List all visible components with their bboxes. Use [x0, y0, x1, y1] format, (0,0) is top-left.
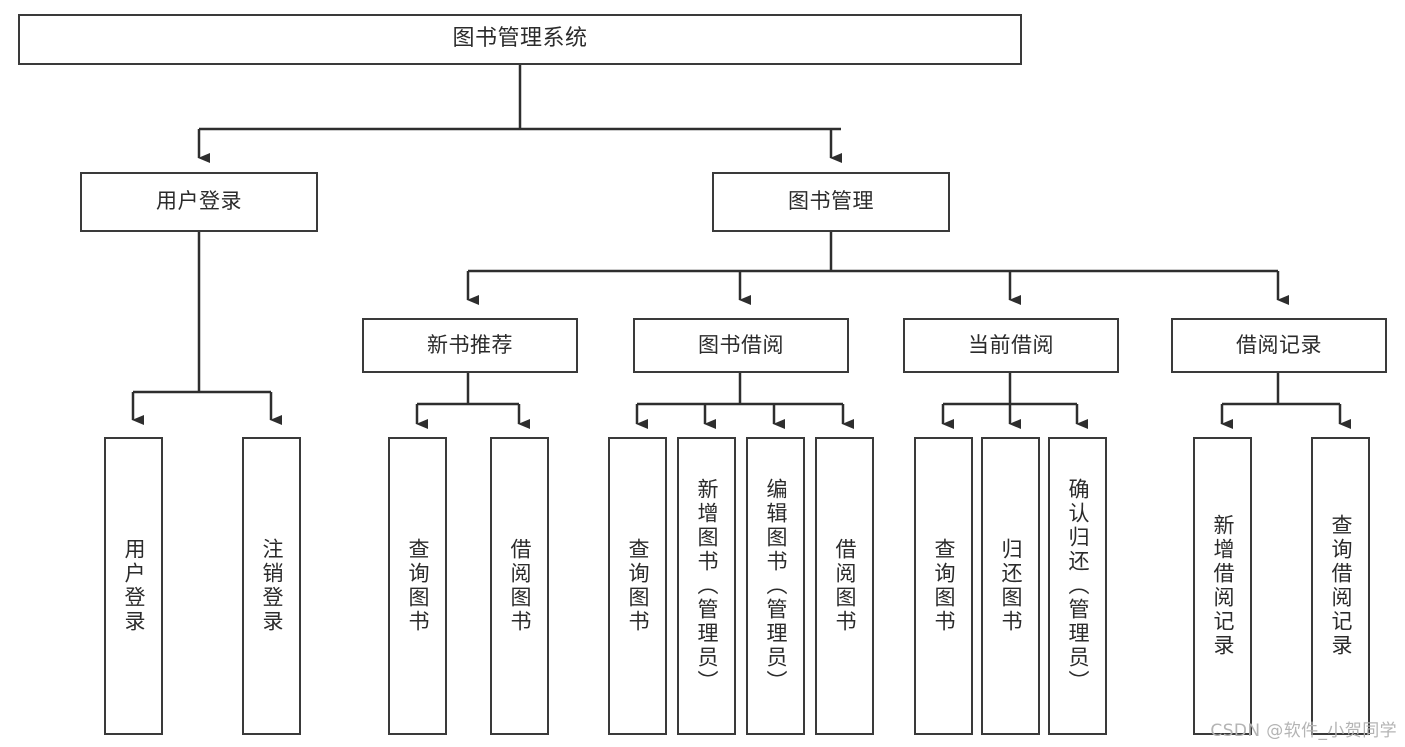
node-leaf-query-borrow-record[interactable]: 查询借阅记录	[1311, 437, 1370, 735]
node-book-management[interactable]: 图书管理	[712, 172, 950, 232]
node-label: 借阅记录	[1236, 332, 1322, 357]
node-leaf-borrow-book[interactable]: 借阅图书	[815, 437, 874, 735]
node-leaf-query-book-recommend[interactable]: 查询图书	[388, 437, 447, 735]
node-label: 用户登录	[122, 538, 146, 634]
node-label: 新增借阅记录	[1211, 514, 1235, 658]
node-label: 编辑图书（管理员）	[764, 478, 788, 694]
node-label: 查询图书	[932, 538, 956, 634]
node-leaf-query-book-current[interactable]: 查询图书	[914, 437, 973, 735]
node-label: 查询图书	[626, 538, 650, 634]
node-user-login[interactable]: 用户登录	[80, 172, 318, 232]
node-leaf-query-book-borrow[interactable]: 查询图书	[608, 437, 667, 735]
node-leaf-user-login[interactable]: 用户登录	[104, 437, 163, 735]
node-label: 当前借阅	[968, 332, 1054, 357]
node-leaf-logout-login[interactable]: 注销登录	[242, 437, 301, 735]
node-label: 用户登录	[156, 189, 242, 214]
node-label: 新增图书（管理员）	[695, 478, 719, 694]
node-label: 归还图书	[999, 538, 1023, 634]
node-leaf-confirm-return[interactable]: 确认归还（管理员）	[1048, 437, 1107, 735]
node-book-borrow[interactable]: 图书借阅	[633, 318, 849, 373]
node-leaf-add-borrow-record[interactable]: 新增借阅记录	[1193, 437, 1252, 735]
node-label: 查询图书	[406, 538, 430, 634]
node-borrow-record[interactable]: 借阅记录	[1171, 318, 1387, 373]
node-leaf-edit-book[interactable]: 编辑图书（管理员）	[746, 437, 805, 735]
node-label: 注销登录	[260, 538, 284, 634]
csdn-watermark: CSDN @软件_小贺同学	[1210, 721, 1397, 741]
node-new-book-recommend[interactable]: 新书推荐	[362, 318, 578, 373]
node-current-borrow[interactable]: 当前借阅	[903, 318, 1119, 373]
node-leaf-borrow-book-recommend[interactable]: 借阅图书	[490, 437, 549, 735]
node-leaf-add-book[interactable]: 新增图书（管理员）	[677, 437, 736, 735]
node-label: 图书借阅	[698, 332, 784, 357]
node-leaf-return-book[interactable]: 归还图书	[981, 437, 1040, 735]
node-label: 新书推荐	[427, 332, 513, 357]
node-label: 查询借阅记录	[1329, 514, 1353, 658]
node-root-book-management-system[interactable]: 图书管理系统	[18, 14, 1022, 65]
node-label: 确认归还（管理员）	[1066, 478, 1090, 694]
node-label: 图书管理系统	[452, 26, 588, 52]
node-label: 借阅图书	[833, 538, 857, 634]
node-label: 借阅图书	[508, 538, 532, 634]
node-label: 图书管理	[788, 189, 874, 214]
